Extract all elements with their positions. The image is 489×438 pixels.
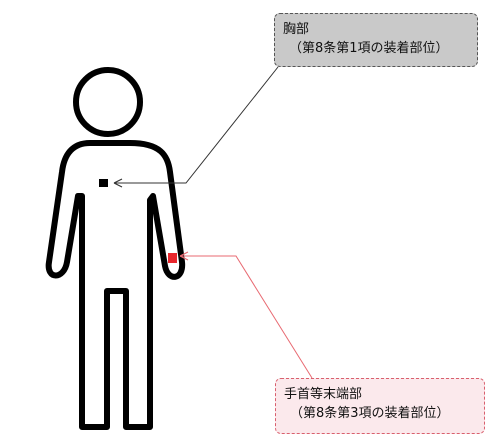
figure-body [45, 140, 186, 430]
chest-callout: 胸部 （第8条第1項の装着部位） [274, 13, 478, 67]
chest-leader-line [113, 66, 279, 188]
chest-callout-subtitle: （第8条第1項の装着部位） [289, 41, 449, 56]
wrist-leader-line [179, 251, 313, 379]
wrist-marker [168, 253, 177, 263]
wrist-callout-title: 手首等末端部 [284, 387, 363, 402]
chest-marker [99, 179, 108, 187]
wrist-callout: 手首等末端部 （第8条第3項の装着部位） [275, 378, 485, 434]
human-figure [45, 67, 186, 430]
chest-callout-title: 胸部 [283, 22, 310, 37]
wrist-callout-subtitle: （第8条第3項の装着部位） [290, 406, 450, 421]
figure-head [73, 67, 143, 137]
